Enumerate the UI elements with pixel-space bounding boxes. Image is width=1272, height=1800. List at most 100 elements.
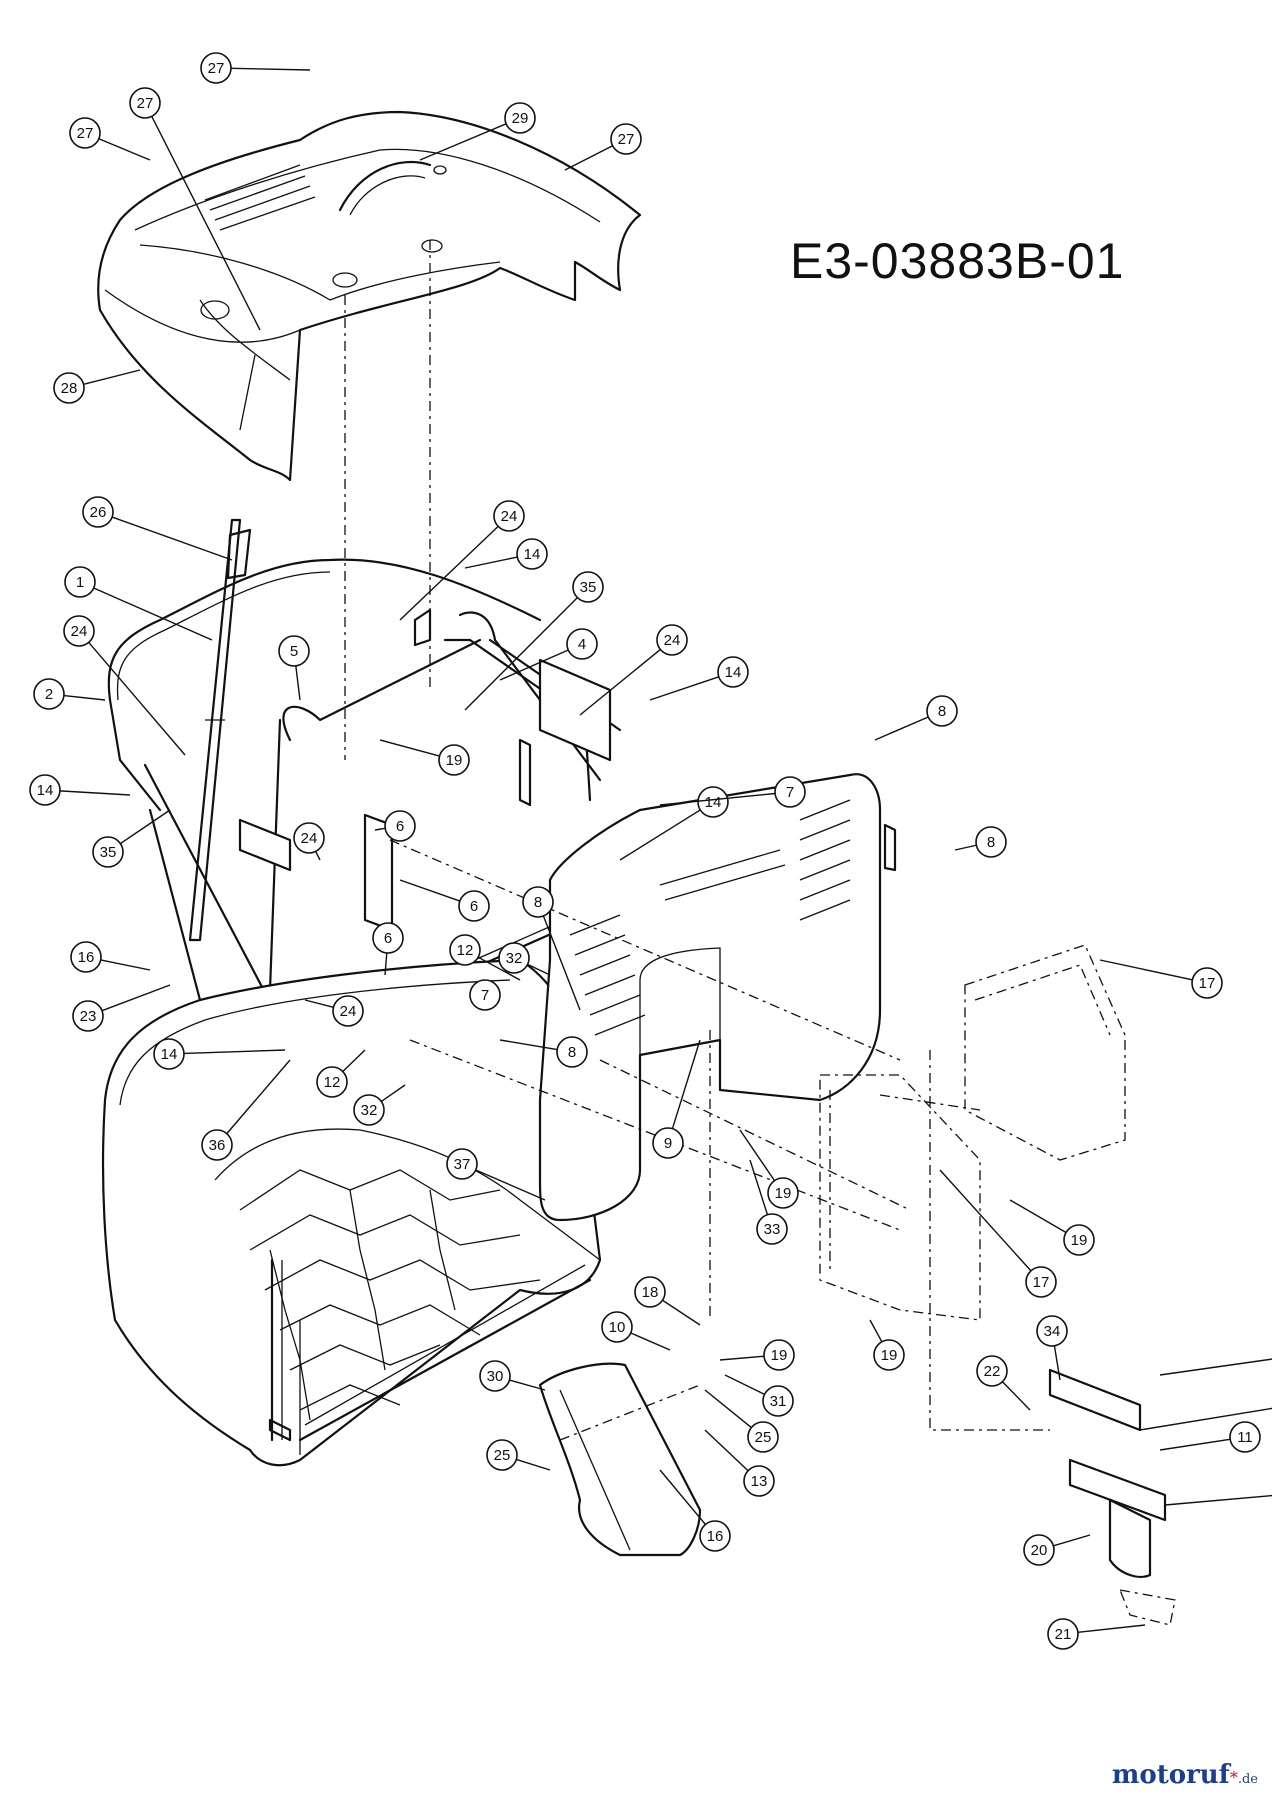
- callout-label: 19: [771, 1347, 788, 1364]
- callout-label: 14: [524, 546, 541, 563]
- callout-leader: [1164, 1494, 1272, 1506]
- callout-38: 38: [1164, 1494, 1272, 1506]
- callout-label: 14: [37, 782, 54, 799]
- callout-29: 29: [419, 102, 536, 161]
- callout-circle: [1191, 967, 1223, 999]
- callout-circle: [63, 615, 95, 647]
- callout-circle: [69, 117, 101, 149]
- callout-19: 19: [1009, 1199, 1095, 1256]
- callout-circle: [293, 822, 325, 854]
- callout-label: 8: [938, 703, 946, 720]
- callout-circle: [1025, 1266, 1057, 1298]
- callout-leader: [315, 851, 321, 861]
- callout-label: 13: [751, 1473, 768, 1490]
- callout-label: 4: [578, 636, 586, 653]
- callout-1: 1: [64, 566, 213, 641]
- callout-label: 16: [707, 1528, 724, 1545]
- callout-leader: [499, 1039, 558, 1051]
- callout-35: 35: [464, 571, 604, 711]
- top-cover: [97, 110, 642, 482]
- callout-circle: [516, 538, 548, 570]
- callout-19: 19: [869, 1319, 905, 1371]
- callout-9: 9: [652, 1039, 701, 1159]
- brand-name: motoruf: [1111, 1760, 1230, 1790]
- callout-6: 6: [372, 922, 404, 976]
- callout-circle: [64, 566, 96, 598]
- callout-28: 28: [53, 369, 141, 404]
- callout-leader: [874, 716, 929, 741]
- callout-10: 10: [601, 1311, 671, 1351]
- callout-circle: [479, 1360, 511, 1392]
- callout-leader: [704, 1389, 752, 1429]
- callout-leader: [649, 676, 720, 701]
- callout-circle: [610, 123, 642, 155]
- callout-circle: [566, 628, 598, 660]
- callout-leader: [120, 809, 171, 845]
- callout-32: 32: [498, 942, 551, 976]
- callout-15: 15: [1159, 1358, 1272, 1376]
- callout-label: 34: [1044, 1323, 1061, 1340]
- callout-leader: [342, 1049, 366, 1073]
- callout-label: 8: [534, 894, 542, 911]
- callout-label: 19: [775, 1185, 792, 1202]
- callout-circle: [697, 786, 729, 818]
- callout-12: 12: [449, 934, 521, 981]
- callout-circle: [493, 500, 525, 532]
- callout-circle: [717, 656, 749, 688]
- callout-circle: [438, 744, 470, 776]
- callout-leader: [100, 959, 151, 971]
- callout-leader: [230, 67, 311, 71]
- callout-27: 27: [69, 117, 151, 161]
- callout-leader: [659, 1469, 706, 1525]
- callout-24: 24: [293, 822, 325, 861]
- callout-label: 8: [987, 834, 995, 851]
- callout-leader: [304, 999, 334, 1008]
- callout-leader: [464, 597, 578, 711]
- callout-circle: [634, 1276, 666, 1308]
- callout-label: 27: [77, 125, 94, 142]
- callout-circle: [762, 1385, 794, 1417]
- callout-circle: [33, 678, 65, 710]
- callout-leader: [374, 827, 386, 831]
- callout-leader: [111, 516, 233, 561]
- callout-circle: [70, 941, 102, 973]
- callout-circle: [384, 810, 416, 842]
- callout-6: 6: [399, 879, 490, 922]
- callout-leader: [93, 587, 213, 641]
- callout-11: 11: [1159, 1421, 1261, 1453]
- callout-circle: [504, 102, 536, 134]
- callout-label: 6: [384, 930, 392, 947]
- callout-label: 32: [506, 950, 523, 967]
- deflector-plate: [538, 773, 897, 1222]
- callout-circle: [486, 1439, 518, 1471]
- callout-22: 22: [976, 1355, 1031, 1411]
- callout-17: 17: [939, 1169, 1057, 1298]
- callout-leader: [419, 123, 507, 161]
- callout-leader: [88, 641, 186, 756]
- callout-leader: [380, 1084, 406, 1103]
- callout-14: 14: [619, 786, 729, 861]
- callout-leader: [379, 739, 440, 757]
- callout-leader: [499, 649, 569, 681]
- callout-leader: [704, 1429, 749, 1472]
- callout-circle: [656, 624, 688, 656]
- callout-label: 31: [770, 1393, 787, 1410]
- callout-2: 2: [33, 678, 106, 710]
- callout-leader: [63, 694, 106, 701]
- callout-label: 2: [45, 686, 53, 703]
- callout-circle: [601, 1311, 633, 1343]
- callout-label: 16: [78, 949, 95, 966]
- callout-circle: [747, 1421, 779, 1453]
- callout-leader: [1077, 1624, 1146, 1634]
- callout-circle: [975, 826, 1007, 858]
- callout-19: 19: [719, 1339, 795, 1371]
- callout-leader: [151, 116, 261, 331]
- callout-label: 5: [290, 643, 298, 660]
- callout-25: 25: [704, 1389, 779, 1453]
- callout-14: 14: [153, 1038, 286, 1070]
- callout-leader: [1159, 1438, 1231, 1451]
- callout-circle: [1023, 1534, 1055, 1566]
- callout-label: 32: [361, 1102, 378, 1119]
- callout-8: 8: [499, 1036, 588, 1068]
